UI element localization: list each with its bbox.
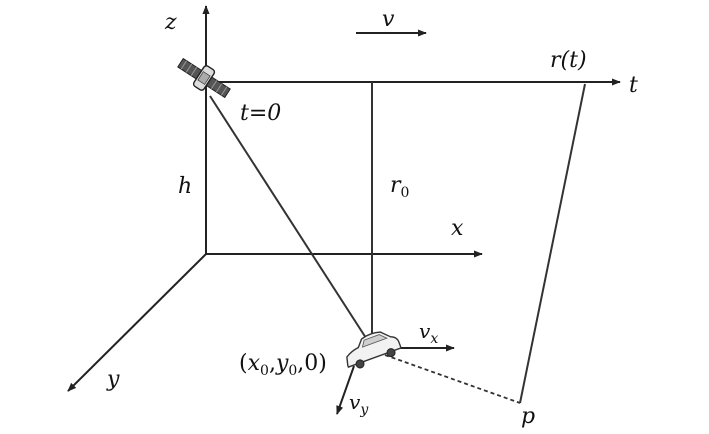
vy-label: vy [349,390,369,418]
height-label: h [178,174,192,199]
range-rt-line [519,83,586,404]
vehicle-position-label: (x0,y0,0) [239,351,327,379]
vx-label: vx [419,319,438,347]
vehicle-path-dashed [384,354,521,404]
x-axis-label: x [451,216,464,241]
y-axis [67,253,207,392]
car-icon [346,331,402,369]
velocity-label: v [382,7,395,32]
z-axis-label: z [164,10,177,35]
range-time-label: r(t) [550,48,587,73]
y-axis-label: y [106,367,120,392]
time-zero-label: t=0 [240,101,281,126]
point-p-label: p [521,404,535,429]
t-axis-label: t [629,73,638,98]
slant-range-line [209,95,367,339]
vy-arrow [336,365,355,415]
satellite-icon [177,57,231,99]
range-r0-label: r0 [390,173,409,201]
